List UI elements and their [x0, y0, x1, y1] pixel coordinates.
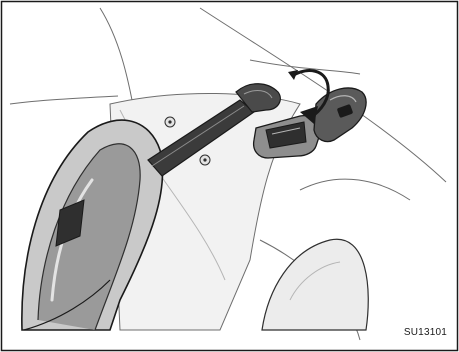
figure-code: SU13101: [404, 327, 447, 338]
